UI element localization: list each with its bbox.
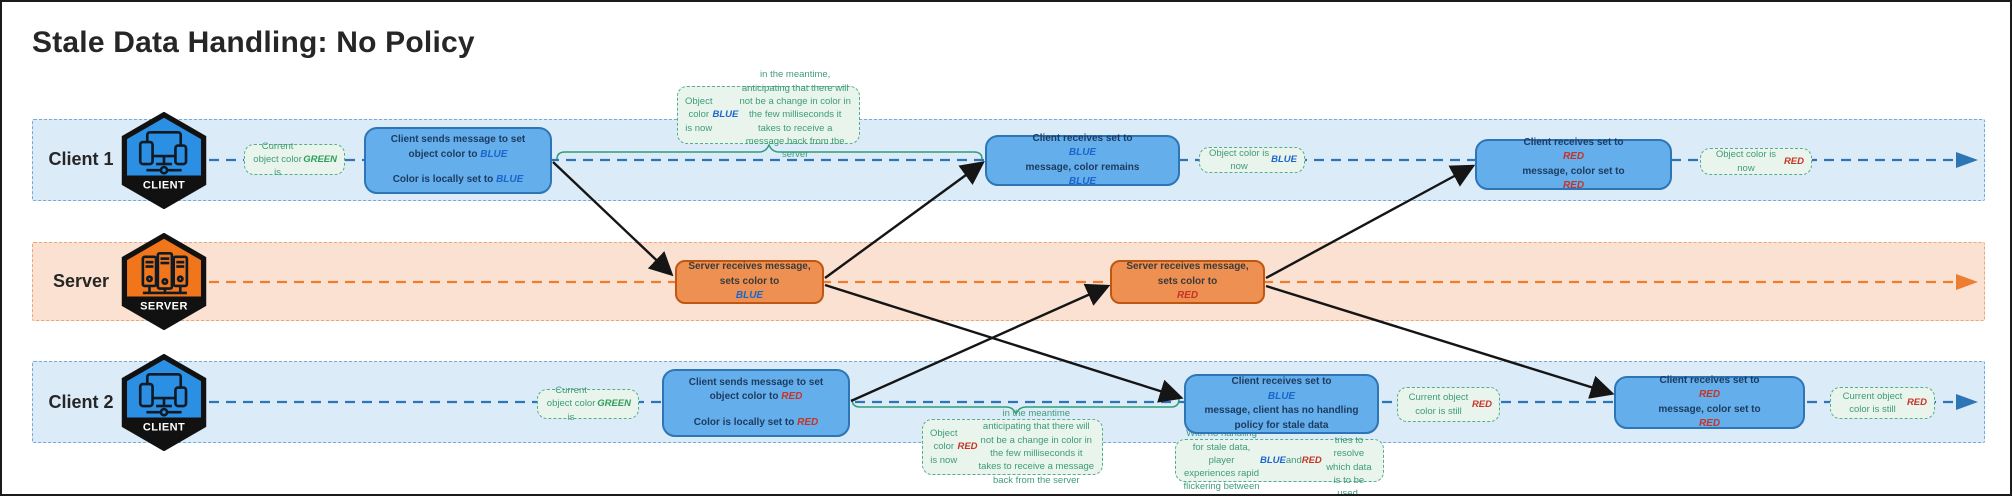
badge-caption: CLIENT: [143, 422, 185, 434]
note-client1-meantime: Object color is now BLUE in the meantime…: [677, 69, 860, 160]
lane-server: [32, 242, 1985, 321]
lane-label-server: Server: [52, 271, 110, 291]
server-badge: SERVER: [120, 232, 208, 331]
box-client2-send-line2: Color is locally set to RED: [693, 416, 819, 428]
box-client2-receive-red: Client receives set to RED message, colo…: [1614, 375, 1805, 429]
lane-label-client2: Client 2: [48, 392, 114, 412]
note-client1-now-red: Object color is now RED: [1700, 148, 1812, 175]
note-client2-flicker: With no handling for stale data, player …: [1175, 422, 1384, 494]
page-title: Stale Data Handling: No Policy: [32, 26, 475, 59]
box-server-sets-red: Server receives message, sets color to R…: [1110, 260, 1265, 304]
client2-badge: CLIENT: [120, 353, 208, 452]
box-client2-receive-blue: Client receives set to BLUE message, cli…: [1184, 374, 1379, 434]
box-client2-send: Client sends message to set object color…: [662, 369, 850, 437]
box-server-sets-blue: Server receives message, sets color to B…: [675, 260, 824, 304]
client-devices-icon: CLIENT: [121, 353, 207, 452]
note-client2-still-red-1: Current object color is still RED: [1397, 387, 1500, 422]
note-client2-still-red-2: Current object color is still RED: [1830, 387, 1935, 419]
client-devices-icon: CLIENT: [121, 111, 207, 210]
note-client2-start-green: Current object color is GREEN: [537, 385, 639, 423]
box-client1-receive-blue: Client receives set to BLUE message, col…: [985, 133, 1180, 187]
box-client2-send-line1: Client sends message to set object color…: [688, 376, 824, 403]
box-client1-receive-red: Client receives set to RED message, colo…: [1475, 137, 1672, 191]
client1-badge: CLIENT: [120, 111, 208, 210]
note-client1-start-green: Current object color is GREEN: [244, 141, 345, 178]
box-client1-send-line1: Client sends message to set object color…: [390, 134, 526, 160]
box-client1-send-line2: Color is locally set to BLUE: [392, 174, 524, 186]
badge-caption: SERVER: [140, 301, 188, 313]
note-client2-meantime: Object color is now RED in the meantime …: [922, 408, 1103, 486]
note-client1-now-blue: Object color is now BLUE: [1199, 147, 1305, 173]
badge-caption: CLIENT: [143, 180, 185, 192]
lane-label-client1: Client 1: [48, 149, 114, 169]
box-client1-send: Client sends message to set object color…: [364, 127, 552, 194]
server-racks-icon: SERVER: [121, 232, 207, 331]
